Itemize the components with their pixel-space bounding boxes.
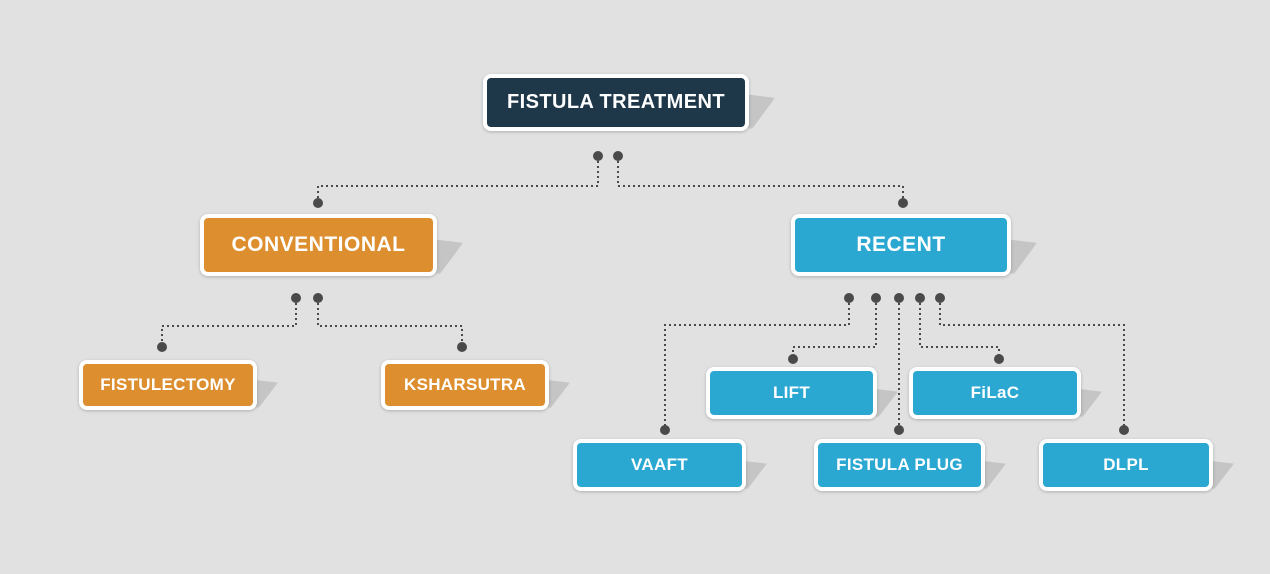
node-fistula-plug-label: FISTULA PLUG xyxy=(836,455,963,474)
node-fistula-treatment: FISTULA TREATMENT xyxy=(483,74,749,131)
connector-recent-filac xyxy=(915,293,1004,364)
connector-conventional-fistulectomy xyxy=(157,293,301,352)
node-fistulectomy: FISTULECTOMY xyxy=(79,360,257,410)
node-lift-label: LIFT xyxy=(772,383,811,402)
node-filac: FiLaC xyxy=(909,367,1081,419)
connector-root-conventional xyxy=(313,151,603,208)
node-conventional: CONVENTIONAL xyxy=(200,214,437,276)
node-fistulectomy-label: FISTULECTOMY xyxy=(100,375,236,394)
connector-conventional-ksharsutra xyxy=(313,293,467,352)
node-recent: RECENT xyxy=(791,214,1011,276)
node-ksharsutra: KSHARSUTRA xyxy=(381,360,549,410)
node-fistula-plug: FISTULA PLUG xyxy=(814,439,985,491)
node-conventional-label: CONVENTIONAL xyxy=(231,233,406,256)
connector-recent-fistula-plug xyxy=(894,293,904,435)
node-vaaft: VAAFT xyxy=(573,439,746,491)
connector-recent-lift xyxy=(788,293,881,364)
node-filac-label: FiLaC xyxy=(970,383,1020,402)
node-dlpl-label: DLPL xyxy=(1103,455,1149,474)
node-fistula-treatment-label: FISTULA TREATMENT xyxy=(507,91,725,113)
node-vaaft-label: VAAFT xyxy=(631,455,688,474)
node-ksharsutra-label: KSHARSUTRA xyxy=(404,375,526,394)
node-lift: LIFT xyxy=(706,367,877,419)
node-recent-label: RECENT xyxy=(856,233,946,256)
connector-root-recent xyxy=(613,151,908,208)
node-dlpl: DLPL xyxy=(1039,439,1213,491)
